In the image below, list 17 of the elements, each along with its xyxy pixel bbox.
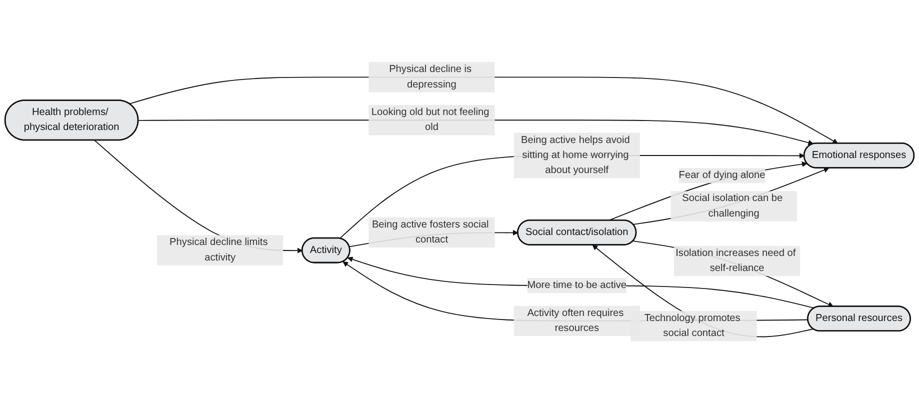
edge-label: Being active helps avoid sitting at home worrying about yourself — [521, 134, 630, 176]
arrow — [339, 152, 805, 239]
arrow — [632, 240, 834, 307]
edge-label: Technology promotes social contact — [644, 312, 740, 339]
edge-label: Looking old but not feeling old — [371, 106, 490, 133]
edge-label: Fear of dying alone — [678, 170, 766, 181]
edge-label: Social isolation can be challenging — [682, 192, 783, 219]
arrow — [592, 244, 814, 338]
edge-label: Physical decline limits activity — [170, 236, 268, 263]
edge-label: Isolation increases need of self-reliance — [676, 248, 796, 274]
edge-label: Physical decline is depressing — [389, 64, 472, 90]
arrow — [632, 167, 830, 225]
edge-label: More time to be active — [527, 280, 627, 291]
arrow — [128, 76, 838, 144]
edge-label: Being active fosters social contact — [372, 219, 489, 245]
arrow — [347, 256, 815, 308]
edge-label: Activity often requires resources — [527, 308, 624, 334]
